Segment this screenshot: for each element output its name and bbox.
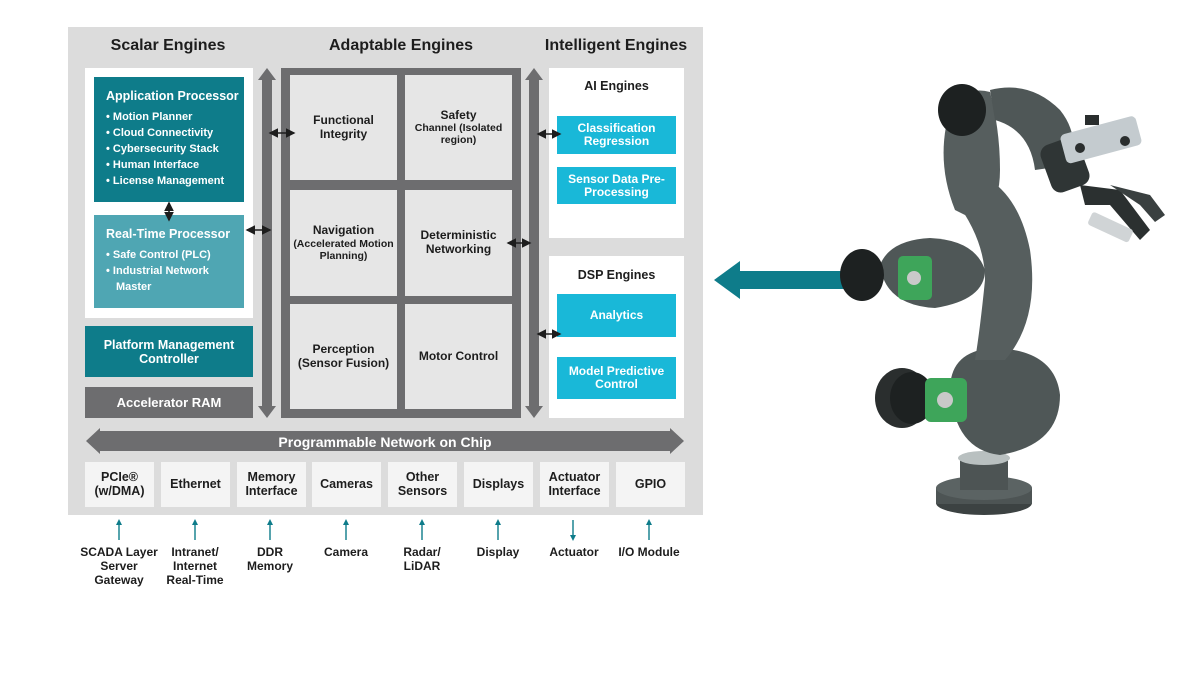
cell-subtitle: Channel (Isolated region) (414, 122, 503, 147)
cell-navigation: Navigation (Accelerated Motion Planning) (290, 190, 397, 296)
intelligent-engines-title: Intelligent Engines (544, 37, 688, 54)
cell-deterministic-networking: Deterministic Networking (405, 190, 512, 296)
external-radar-lidar: Radar/ LiDAR (403, 545, 441, 573)
cell-safety: Safety Channel (Isolated region) (405, 75, 512, 180)
cell-subtitle: (Accelerated Motion Planning) (293, 237, 394, 262)
interface-other-sensors: Other Sensors (388, 462, 457, 507)
external-ddr-memory: DDR Memory (246, 545, 293, 573)
cell-title: Perception (Sensor Fusion) (297, 341, 390, 370)
vertical-bus-left (258, 68, 276, 418)
external-camera: Camera (323, 545, 369, 559)
ai-engines-title: AI Engines (584, 79, 649, 93)
cell-motor-control: Motor Control (405, 304, 512, 409)
real-time-processor-box: Real-Time Processor Safe Control (PLC) I… (94, 215, 244, 308)
network-on-chip-arrow (86, 428, 684, 454)
external-actuator: Actuator (549, 545, 599, 559)
interface-cameras: Cameras (312, 462, 381, 507)
network-on-chip-label: Programmable Network on Chip (278, 434, 492, 450)
platform-management-controller-label: Platform Management Controller (103, 337, 235, 366)
classification-regression-box: Classification Regression (557, 116, 676, 154)
cell-title: Navigation (312, 223, 375, 238)
list-item: Industrial Network (106, 263, 244, 279)
external-arrows (116, 519, 652, 541)
interface-ethernet: Ethernet (161, 462, 230, 507)
cell-title: Motor Control (418, 348, 499, 363)
platform-management-controller-box: Platform Management Controller (85, 326, 253, 377)
real-time-processor-list: Safe Control (PLC) Industrial Network Ma… (106, 247, 244, 295)
cell-title: Functional Integrity (313, 112, 374, 141)
interface-gpio: GPIO (616, 462, 685, 507)
list-item: Safe Control (PLC) (106, 247, 244, 263)
cell-title: Safety (440, 107, 477, 122)
list-item: Motion Planner (106, 109, 244, 125)
cell-functional-integrity: Functional Integrity (290, 75, 397, 180)
big-teal-arrow (714, 261, 870, 299)
list-item: License Management (106, 173, 244, 189)
interface-actuator: Actuator Interface (540, 462, 609, 507)
dsp-engines-title: DSP Engines (577, 268, 656, 282)
external-io-module: I/O Module (618, 545, 680, 559)
cell-perception: Perception (Sensor Fusion) (290, 304, 397, 409)
accelerator-ram-label: Accelerator RAM (116, 395, 222, 410)
application-processor-box: Application Processor Motion Planner Clo… (94, 77, 244, 202)
sensor-data-preprocessing-box: Sensor Data Pre-Processing (557, 167, 676, 204)
application-processor-list: Motion Planner Cloud Connectivity Cybers… (106, 109, 244, 189)
accelerator-ram-box: Accelerator RAM (85, 387, 253, 418)
adaptable-engines-title: Adaptable Engines (328, 37, 474, 54)
scalar-engines-title: Scalar Engines (110, 37, 226, 54)
interface-displays: Displays (464, 462, 533, 507)
analytics-box: Analytics (557, 294, 676, 337)
model-predictive-control-box: Model Predictive Control (557, 357, 676, 399)
cell-title: Deterministic Networking (420, 228, 497, 256)
list-item: Cybersecurity Stack (106, 141, 244, 157)
robot-arm-illustration (840, 84, 1165, 515)
external-intranet: Intranet/ Internet Real-Time (166, 545, 224, 587)
list-item: Master (116, 281, 152, 293)
external-display: Display (476, 545, 520, 559)
interface-pcie: PCIe® (w/DMA) (85, 462, 154, 507)
external-scada: SCADA Layer Server Gateway (80, 545, 158, 587)
application-processor-title: Application Processor (106, 89, 239, 103)
real-time-processor-title: Real-Time Processor (106, 227, 231, 241)
interface-memory: Memory Interface (237, 462, 306, 507)
list-item: Human Interface (106, 157, 244, 173)
list-item: Cloud Connectivity (106, 125, 244, 141)
